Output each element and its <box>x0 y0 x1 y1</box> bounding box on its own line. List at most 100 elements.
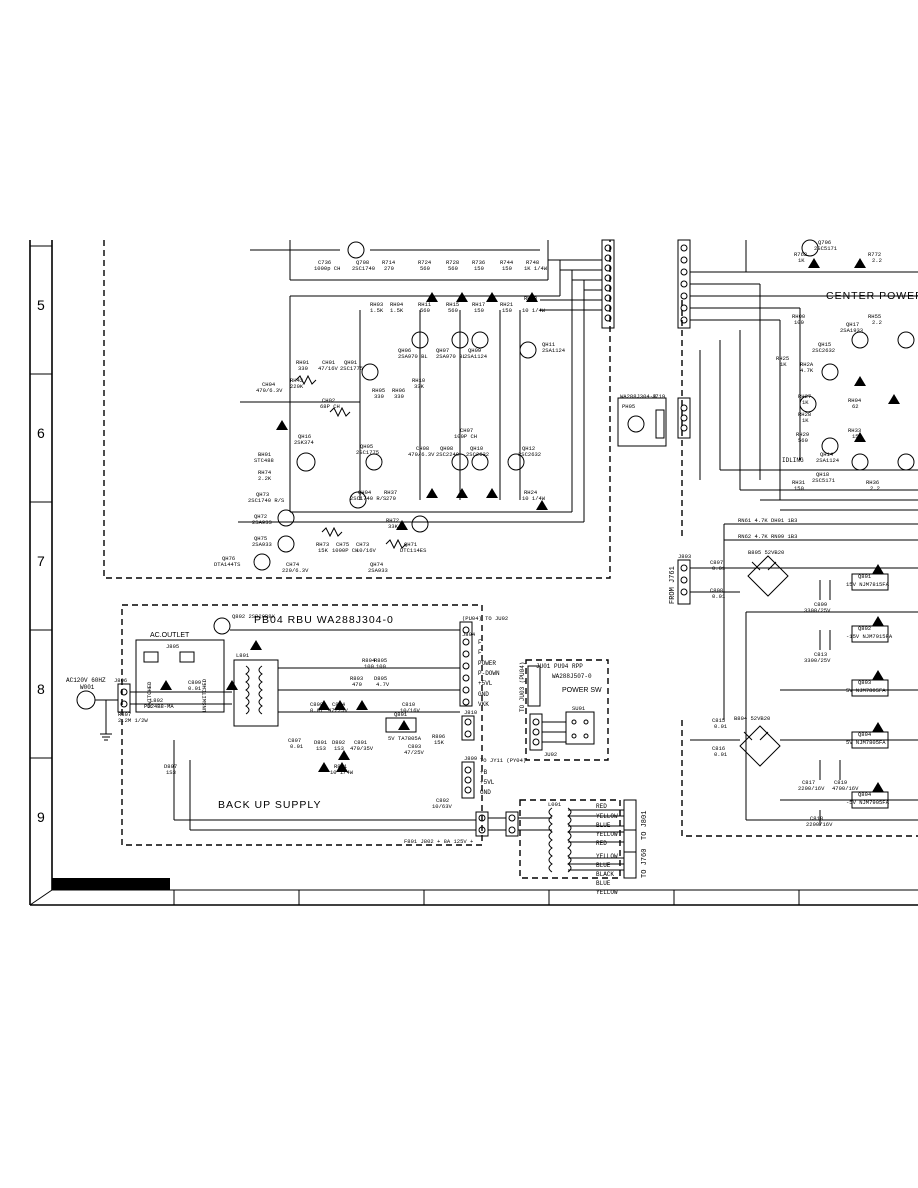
value-rh55: 2.2 <box>872 319 882 326</box>
value-rh15: 560 <box>448 307 458 314</box>
value-rh27: 1K <box>802 399 809 406</box>
value-rh17: 150 <box>474 307 484 314</box>
value-qh04: 2SC1740 R/S <box>350 495 387 502</box>
value-bh01: STC488 <box>254 457 274 464</box>
q802-label: Q802 2SB20B8X <box>232 613 276 620</box>
title-block-bar <box>52 878 170 890</box>
reg-q803-value: 5V NJM7805FA <box>846 687 886 694</box>
value-qh05: 2SC1775 <box>356 449 379 456</box>
value-rh36: 2.2 <box>870 485 880 492</box>
j804-pin-6: GND <box>478 691 489 698</box>
value-rh01: 330 <box>298 365 308 372</box>
label-r807: R807 <box>118 711 131 718</box>
value-r714: 270 <box>384 265 394 272</box>
backup-supply-label: BACK UP SUPPLY <box>218 799 321 811</box>
outlet-switched-socket <box>143 651 159 663</box>
label-rh28: RH28 <box>798 411 811 418</box>
value-d807: 1S3 <box>166 769 176 776</box>
right-supply-labels: RN61 4.7K DH01 1B3 RN62 4.7K RN09 1B3 J8… <box>669 517 893 828</box>
label-qh10: QH10 <box>470 445 483 452</box>
value-qh74: 2SA933 <box>368 567 388 574</box>
label-rh21: RH21 <box>500 301 514 308</box>
wire-bottom-3: BLACK <box>596 871 614 878</box>
wire-top-2: YELLOW <box>596 813 618 820</box>
label-d801: D801 <box>314 739 328 746</box>
value-d805: 4.7V <box>376 681 390 688</box>
label-c804: C804 <box>332 701 346 708</box>
to-j760-connector <box>623 829 637 879</box>
j806-connector <box>117 683 131 713</box>
value-r728: 560 <box>448 265 458 272</box>
cap-c817-label: C817 <box>802 779 815 786</box>
cap-c816-label: C816 <box>712 745 725 752</box>
j804-connector <box>459 621 473 707</box>
value-q801-pb04: 5V TA7805A <box>388 735 422 742</box>
reg-q802-label: Q802 <box>858 625 871 632</box>
value-d802: 1S3 <box>334 745 344 752</box>
label-qh04: QH04 <box>358 489 372 496</box>
value-r804: 100 <box>364 663 374 670</box>
value-qh09: 2SA1124 <box>464 353 488 360</box>
label-rh04-cp: RH04 <box>848 397 862 404</box>
label-r804: R804 <box>362 657 376 664</box>
value-c801: 470/35V <box>350 745 374 752</box>
value-rh25: 1K <box>780 361 787 368</box>
amp-board <box>103 239 615 579</box>
label-qh15: QH15 <box>818 341 831 348</box>
sheet-frame <box>29 240 918 906</box>
value-qh11: 2SA1124 <box>542 347 566 354</box>
value-c803: 47/25V <box>404 749 425 756</box>
value-rh72: 33K <box>388 523 399 530</box>
value-rh06: 330 <box>394 393 404 400</box>
label-c801: C801 <box>354 739 368 746</box>
label-rh27: RH27 <box>798 393 811 400</box>
label-rh00: RH00 <box>792 313 805 320</box>
value-ch07: 100P CH <box>454 433 477 440</box>
label-rh74: RH74 <box>258 469 272 476</box>
center-power-title: CENTER POWER <box>826 290 918 302</box>
value-rh74: 2.2K <box>258 475 272 482</box>
regulator-q804b <box>851 791 889 809</box>
value-qh16: 2SK374 <box>294 439 315 446</box>
value-r744: 150 <box>502 265 512 272</box>
label-rh72: RH72 <box>386 517 399 524</box>
label-rh36: RH36 <box>866 479 879 486</box>
value-qh08: 2SC2240 <box>436 451 459 458</box>
j805-connector <box>475 811 489 837</box>
label-ch73: CH73 <box>356 541 369 548</box>
label-qh76: QH76 <box>222 555 235 562</box>
to-j760-label: TO J760 <box>641 849 649 878</box>
label-qh11: QH11 <box>542 341 556 348</box>
label-rh11: RH11 <box>418 301 432 308</box>
value-r762: 1K <box>798 257 805 264</box>
value-qh72: 2SA933 <box>252 519 272 526</box>
unswitched-label: UNSWITCHED <box>201 678 208 712</box>
transformer-input-connector <box>505 811 519 837</box>
transistor-q708 <box>347 241 365 259</box>
reg-q804b-label: Q804 <box>858 791 872 798</box>
reg-q802-value: -15V NJM7915FA <box>846 633 893 640</box>
power-sw-board: JU01 PU94 RPP WA288J507-0 POWER SW SU01 … <box>519 659 609 761</box>
value-qh76: DTA144TS <box>214 561 241 568</box>
label-c809: C809 <box>188 679 201 686</box>
wa288-label: WA288J304-0 <box>620 393 656 400</box>
cap-c816-value: 0.01 <box>714 751 728 758</box>
ju01-connector <box>527 665 541 707</box>
wire-top-4: YELLOW <box>596 831 618 838</box>
cap-c818-value: 2200/16V <box>806 821 833 828</box>
label-qh71: QH71 <box>404 541 418 548</box>
label-r744: R744 <box>500 259 514 266</box>
cap-c813-label: C813 <box>814 651 827 658</box>
label-r724: R724 <box>418 259 432 266</box>
rectifier-b805-label: B805 52VB20 <box>748 549 784 556</box>
label-qh08: QH08 <box>440 445 453 452</box>
label-rh17: RH17 <box>472 301 485 308</box>
label-c807: C807 <box>288 737 301 744</box>
value-rh23: 10 1/4W <box>522 307 546 314</box>
label-qh72: QH72 <box>254 513 267 520</box>
label-qh07: QH07 <box>436 347 449 354</box>
label-r762: R762 <box>794 251 807 258</box>
idling-label: IDLING <box>782 457 804 464</box>
row-numbers: 5 6 7 8 9 <box>37 297 45 825</box>
